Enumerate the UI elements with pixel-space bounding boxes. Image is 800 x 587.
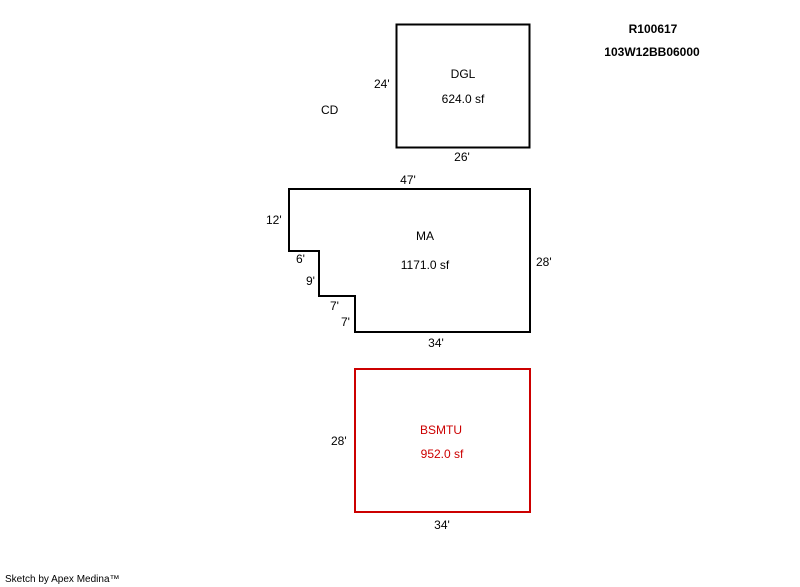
ma-dim-step2-v: 7' bbox=[341, 315, 350, 329]
bsmtu-dim-left: 28' bbox=[331, 434, 347, 448]
ma-name: MA bbox=[416, 229, 434, 243]
dgl-dim-left: 24' bbox=[374, 77, 390, 91]
cd-label: CD bbox=[321, 103, 339, 117]
dgl-dim-bottom: 26' bbox=[454, 150, 470, 164]
dgl-outline bbox=[395, 23, 531, 149]
map-number: 103W12BB06000 bbox=[604, 45, 700, 59]
ma-dim-step1-h: 6' bbox=[296, 252, 305, 266]
ma-dim-left: 12' bbox=[266, 213, 282, 227]
parcel-id: R100617 bbox=[628, 22, 678, 36]
ma-dim-bottom: 34' bbox=[428, 336, 444, 350]
bsmtu-outline bbox=[354, 368, 531, 513]
ma-dim-step2-h: 7' bbox=[330, 299, 339, 313]
ma-dim-step1-v: 9' bbox=[306, 274, 315, 288]
bsmtu-name: BSMTU bbox=[420, 423, 462, 437]
bsmtu-area: 952.0 sf bbox=[420, 447, 464, 461]
dgl-name: DGL bbox=[450, 67, 476, 81]
ma-area: 1171.0 sf bbox=[400, 258, 450, 272]
sketch-credit: Sketch by Apex Medina™ bbox=[5, 574, 120, 585]
dgl-area: 624.0 sf bbox=[441, 92, 485, 106]
ma-outline bbox=[288, 188, 531, 333]
ma-dim-top: 47' bbox=[400, 173, 416, 187]
ma-dim-right: 28' bbox=[536, 255, 552, 269]
bsmtu-dim-bottom: 34' bbox=[434, 518, 450, 532]
